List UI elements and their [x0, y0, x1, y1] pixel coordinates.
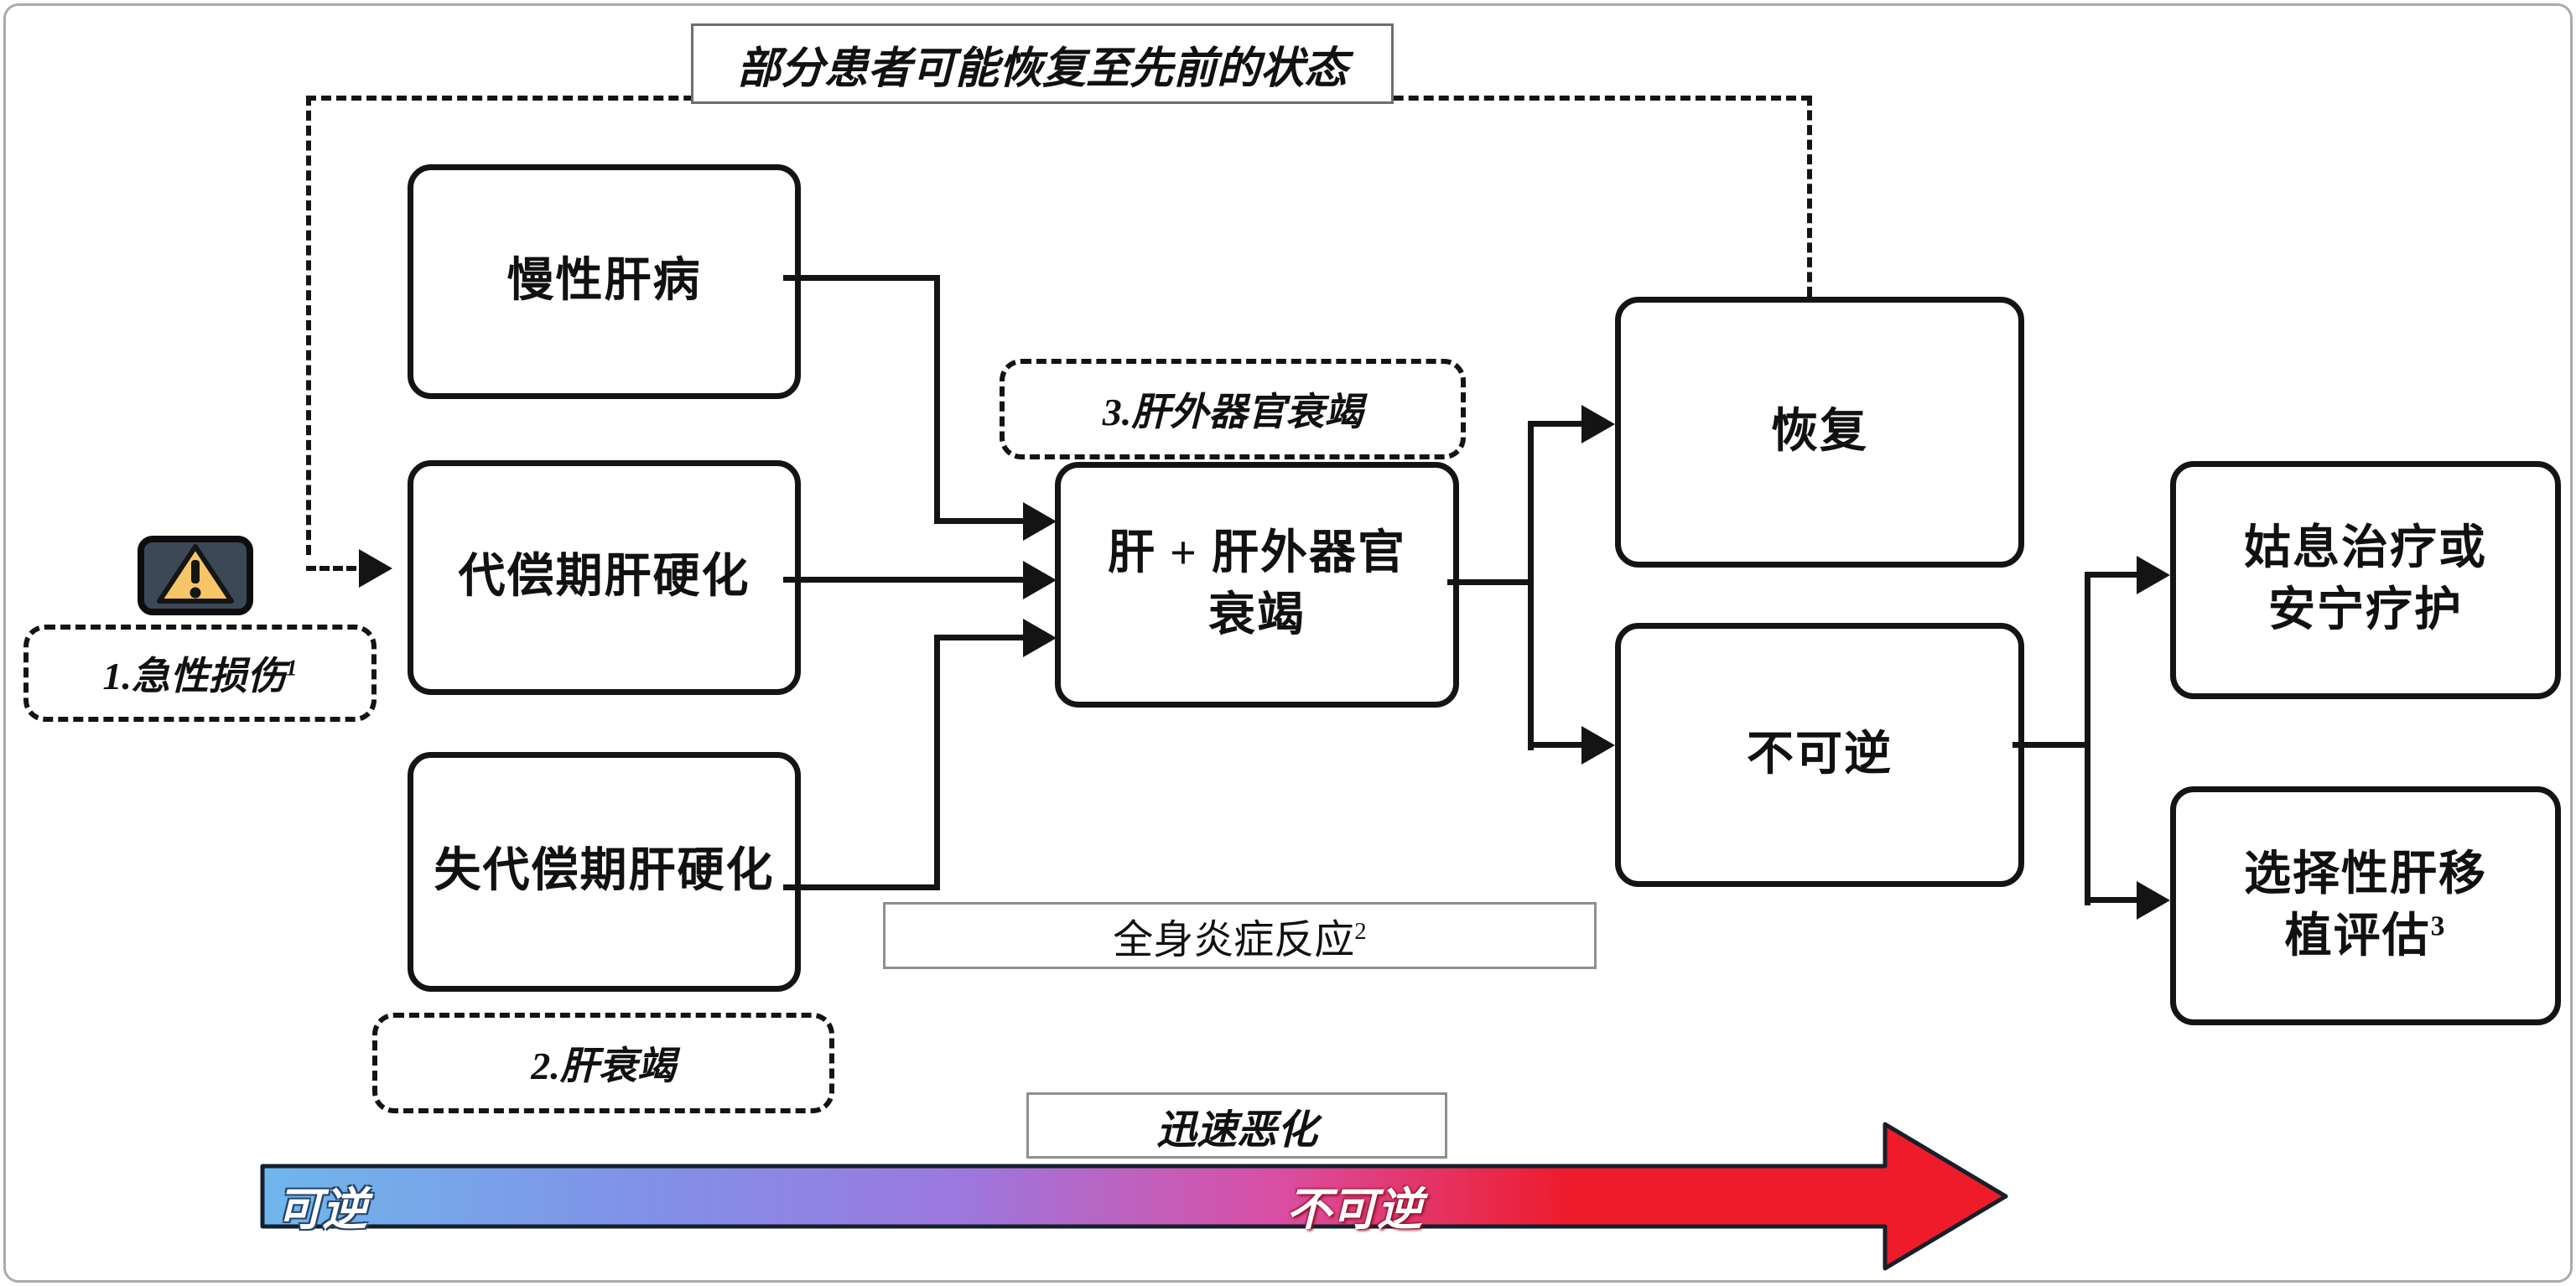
feedback-dash-elbow	[306, 566, 356, 571]
irreversible-label: 不可逆	[1747, 728, 1893, 780]
box-chronic-liver-disease: 慢性肝病	[408, 164, 801, 399]
transplant-evaluation-line2: 植评估3	[2284, 910, 2447, 962]
extrahepatic-failure-label: 3.肝外器官衰竭	[1102, 391, 1363, 433]
figure-border	[3, 3, 2573, 1283]
arrowhead-to-recovery	[1581, 405, 1615, 443]
compensated-cirrhosis-label: 代偿期肝硬化	[458, 551, 750, 604]
connector-decompensated-h2	[934, 635, 1028, 640]
connector-compensated-h	[783, 577, 1028, 583]
connector-chronic-v	[934, 275, 940, 524]
connector-outcome-split-v	[2085, 572, 2090, 905]
connector-central-out-h	[1447, 579, 1534, 585]
warning-triangle-icon	[138, 536, 253, 615]
feedback-arrowhead	[359, 549, 392, 588]
stage-label-acute-injury: 1.急性损伤1	[23, 625, 377, 722]
reversibility-gradient-arrow	[260, 1122, 2008, 1271]
box-compensated-cirrhosis: 代偿期肝硬化	[408, 460, 801, 695]
feedback-dash-right	[1807, 96, 1812, 297]
connector-chronic-h1	[783, 275, 940, 281]
acute-injury-label: 1.急性损伤	[102, 655, 286, 697]
feedback-dash-left	[306, 96, 311, 555]
connector-to-recovery-h	[1528, 421, 1587, 427]
palliative-care-line2: 安宁疗护	[2268, 584, 2463, 636]
box-liver-extrahepatic-failure: 肝 + 肝外器官 衰竭	[1055, 462, 1459, 708]
box-palliative-care: 姑息治疗或 安宁疗护	[2170, 461, 2561, 699]
box-decompensated-cirrhosis: 失代偿期肝硬化	[408, 752, 801, 992]
connector-to-palliative-h	[2085, 572, 2142, 578]
connector-central-split-v	[1528, 421, 1534, 750]
irreversible-arrow-label: 不可逆	[1286, 1185, 1422, 1235]
systemic-inflammation-superscript: 2	[1354, 918, 1367, 945]
box-irreversible: 不可逆	[1615, 623, 2024, 887]
stage-label-liver-failure: 2.肝衰竭	[372, 1013, 834, 1113]
rapid-deterioration-label: 迅速恶化	[1156, 1107, 1317, 1153]
connector-irreversible-out-h	[2012, 742, 2090, 748]
connector-chronic-h2	[934, 518, 1028, 524]
connector-decompensated-h1	[783, 884, 940, 890]
transplant-evaluation-line1: 选择性肝移	[2244, 848, 2487, 900]
recovery-label: 恢复	[1771, 405, 1868, 458]
central-box-line1: 肝 + 肝外器官	[1108, 526, 1406, 579]
systemic-inflammation-label: 全身炎症反应	[1113, 918, 1355, 962]
connector-to-irreversible-h	[1528, 742, 1587, 748]
banner-systemic-inflammation: 全身炎症反应2	[883, 902, 1597, 969]
arrowhead-compensated-to-central	[1023, 561, 1057, 599]
palliative-care-line1: 姑息治疗或	[2244, 522, 2487, 575]
arrowhead-to-transplant	[2137, 881, 2170, 920]
decompensated-cirrhosis-label: 失代偿期肝硬化	[434, 845, 775, 898]
stage-label-extrahepatic-failure: 3.肝外器官衰竭	[1000, 359, 1466, 459]
reversible-label: 可逆	[277, 1185, 367, 1235]
arrowhead-to-irreversible	[1581, 726, 1615, 765]
chronic-liver-disease-label: 慢性肝病	[506, 255, 702, 308]
box-recovery: 恢复	[1615, 297, 2024, 568]
feedback-note-label: 部分患者可能恢复至先前的状态	[736, 44, 1348, 93]
acute-injury-superscript: 1	[285, 654, 298, 681]
arrowhead-chronic-to-central	[1023, 502, 1057, 541]
connector-to-transplant-h	[2085, 897, 2142, 903]
connector-decompensated-v	[934, 635, 940, 890]
feedback-note-box: 部分患者可能恢复至先前的状态	[691, 23, 1394, 104]
banner-rapid-deterioration: 迅速恶化	[1026, 1092, 1447, 1159]
box-transplant-evaluation: 选择性肝移 植评估3	[2170, 786, 2561, 1025]
liver-failure-label: 2.肝衰竭	[531, 1045, 676, 1087]
central-box-line2: 衰竭	[1208, 589, 1306, 641]
arrowhead-to-palliative	[2137, 556, 2170, 594]
transplant-evaluation-superscript: 3	[2430, 910, 2447, 941]
arrowhead-decompensated-to-central	[1023, 619, 1057, 657]
